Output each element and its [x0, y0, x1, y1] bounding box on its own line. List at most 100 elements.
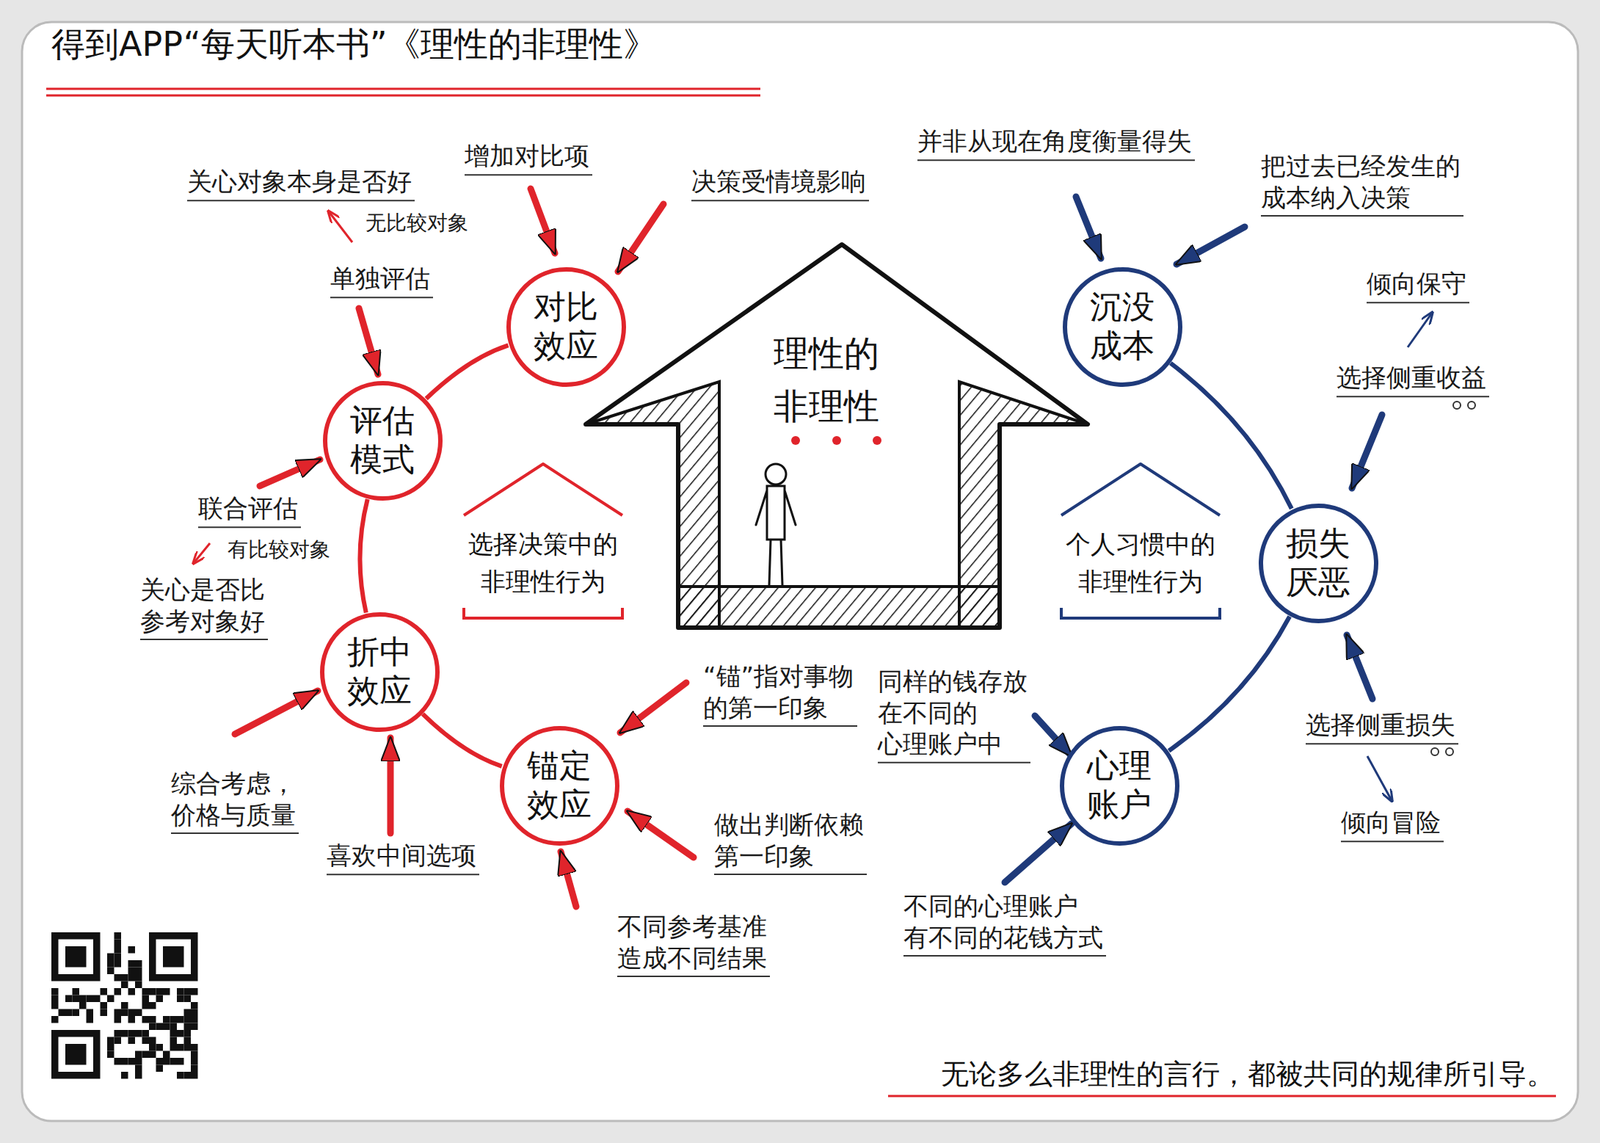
- qr-module: [65, 995, 73, 1003]
- qr-finder: [55, 1033, 97, 1076]
- leader-arrow: [358, 308, 378, 375]
- qr-module: [148, 987, 157, 996]
- qr-module: [107, 995, 115, 1003]
- annotation: 关心对象本身是否好: [187, 165, 415, 202]
- qr-module: [72, 995, 80, 1003]
- text-wrap: 选择决策中的 非理性行为: [466, 525, 620, 601]
- ring-connector: [359, 499, 367, 613]
- annotation: 不同的心理账户 有不同的花钱方式: [903, 890, 1107, 957]
- text-wrap: 折中 效应: [319, 611, 441, 733]
- qr-module: [135, 1051, 143, 1059]
- qr-module: [114, 932, 122, 940]
- qr-finder-core: [162, 946, 185, 968]
- qr-module: [114, 1015, 122, 1024]
- doodle-dot: [1453, 401, 1461, 409]
- qr-module: [156, 1064, 164, 1073]
- qr-module: [156, 1057, 164, 1065]
- qr-module: [121, 1029, 129, 1038]
- annotation: 同样的钱存放 在不同的 心理账户中: [877, 665, 1031, 764]
- qr-module: [114, 939, 122, 947]
- effect-circle: 折中 效应: [319, 611, 441, 733]
- leader-arrow: [1176, 226, 1245, 265]
- qr-module: [162, 1051, 171, 1059]
- qr-module: [114, 973, 122, 982]
- house-bracket: [1061, 607, 1220, 618]
- qr-module: [72, 1009, 80, 1017]
- thought-dot: [791, 435, 800, 445]
- leader-arrow: [617, 204, 664, 272]
- qr-module: [176, 1015, 185, 1024]
- qr-module: [148, 1001, 157, 1010]
- qr-module: [190, 1051, 199, 1059]
- house-floor-hatch: [678, 586, 1000, 628]
- annotation: 做出判断依赖 第一印象: [714, 808, 867, 875]
- text-wrap: 锚定 效应: [499, 725, 621, 847]
- qr-module: [162, 1023, 171, 1031]
- qr-module: [128, 946, 136, 954]
- qr-module: [107, 1037, 115, 1045]
- doodle-dot: [1445, 747, 1454, 756]
- ring-connector: [1170, 363, 1292, 509]
- circle-label: 心理 账户: [1085, 746, 1154, 825]
- qr-module: [190, 1015, 199, 1024]
- qr-module: [142, 1051, 150, 1059]
- qr-module: [135, 1057, 143, 1065]
- qr-module: [148, 1043, 157, 1052]
- qr-module: [148, 1023, 157, 1031]
- effect-circle: 心理 账户: [1059, 725, 1181, 847]
- qr-module: [162, 1015, 171, 1024]
- qr-module: [65, 1009, 73, 1017]
- qr-module: [176, 1029, 185, 1038]
- text-wrap: 损失 厌恶: [1257, 502, 1380, 624]
- qr-module: [135, 973, 143, 982]
- house-roof: [463, 463, 623, 516]
- qr-module: [162, 987, 171, 996]
- qr-module: [135, 960, 143, 968]
- qr-module: [58, 1009, 67, 1017]
- qr-module: [135, 1064, 143, 1073]
- circle-outline: [1260, 505, 1377, 621]
- annotation: 关心是否比 参考对象好: [140, 573, 268, 640]
- circle-label: 锚定 效应: [525, 746, 594, 825]
- qr-module: [190, 1064, 199, 1073]
- qr-module: [170, 1023, 178, 1031]
- title-underline: [46, 94, 761, 97]
- qr-module: [148, 1015, 157, 1024]
- shape-group: [1061, 463, 1220, 618]
- qr-module: [128, 967, 136, 975]
- annotation: 无比较对象: [365, 209, 472, 238]
- text-wrap: 对比 效应: [505, 266, 627, 388]
- small-arrow: [1407, 311, 1433, 348]
- circle-label: 对比 效应: [532, 287, 600, 366]
- caption-underline: [888, 1095, 1556, 1098]
- qr-module: [170, 1043, 178, 1052]
- leader-arrow: [560, 851, 577, 907]
- qr-module: [128, 1015, 136, 1024]
- circle-label: 评估 模式: [348, 401, 417, 480]
- qr-module: [156, 987, 164, 996]
- qr-module: [142, 1029, 150, 1038]
- qr-module: [114, 960, 122, 968]
- qr-module: [190, 1057, 199, 1065]
- text-wrap: 评估 模式: [322, 380, 444, 502]
- qr-module: [184, 995, 192, 1003]
- annotation: 有比较对象: [227, 536, 334, 565]
- house-roof: [1061, 463, 1220, 516]
- doodle-dots: [1431, 401, 1476, 756]
- qr-module: [51, 1001, 59, 1010]
- node-shape: [579, 238, 1094, 632]
- circle-outline: [1062, 728, 1178, 844]
- leader-arrow: [387, 737, 395, 834]
- qr-module: [184, 1071, 192, 1079]
- qr-module: [184, 1043, 192, 1052]
- qr-module: [128, 960, 136, 968]
- circle-outline: [325, 383, 441, 499]
- qr-finder: [152, 935, 195, 978]
- qr-module: [121, 973, 129, 982]
- qr-module: [135, 1029, 143, 1038]
- text-wrap: 心理 账户: [1059, 725, 1181, 847]
- qr-module: [128, 1057, 136, 1065]
- qr-module: [142, 1015, 150, 1024]
- qr-module: [121, 1001, 129, 1010]
